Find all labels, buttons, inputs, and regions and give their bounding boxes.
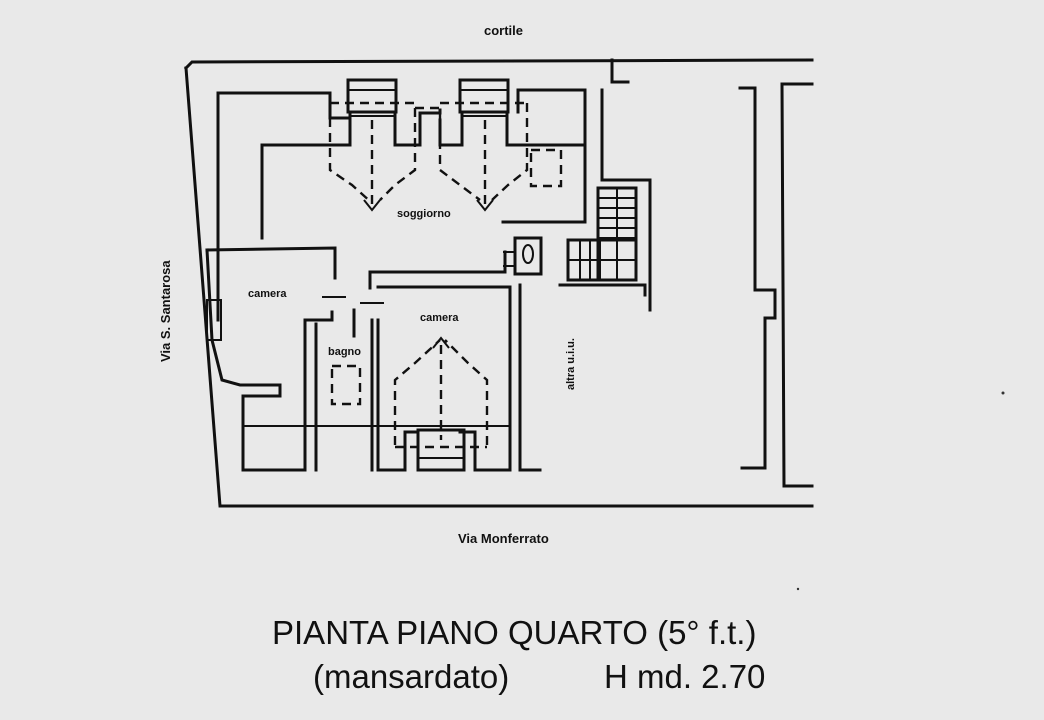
roof-slope-lines xyxy=(328,101,563,212)
label-camera-right: camera xyxy=(420,312,459,324)
label-altra-uiu: altra u.i.u. xyxy=(565,338,577,390)
bedroom-right-walls xyxy=(243,250,542,472)
label-bagno: bagno xyxy=(328,346,361,358)
plan-title: PIANTA PIANO QUARTO (5° f.t.) xyxy=(272,614,757,651)
bathroom-walls xyxy=(303,308,380,472)
bedroom-left-walls xyxy=(205,246,384,472)
plan-subtitle: (mansardato) xyxy=(313,658,510,695)
adjacent-unit-walls xyxy=(738,82,814,488)
plan-height-note: H md. 2.70 xyxy=(604,658,766,695)
label-cortile: cortile xyxy=(484,23,523,38)
label-via-santarosa: Via S. Santarosa xyxy=(158,260,173,362)
speck xyxy=(796,587,800,591)
label-via-monferrato: Via Monferrato xyxy=(458,531,549,546)
outer-wall xyxy=(183,58,814,508)
stairwell xyxy=(503,88,652,312)
speck xyxy=(1001,391,1005,395)
skylights-top xyxy=(346,78,510,117)
label-soggiorno: soggiorno xyxy=(397,208,451,220)
label-camera-left: camera xyxy=(248,288,287,300)
